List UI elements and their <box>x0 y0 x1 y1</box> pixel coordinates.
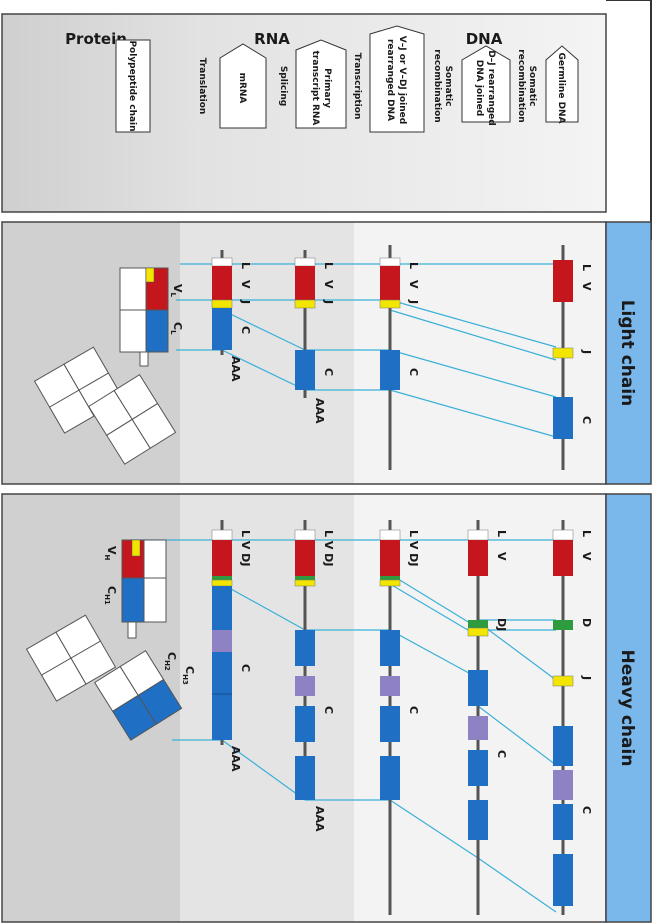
box-polypeptide <box>115 39 151 133</box>
svg-text:AAA: AAA <box>313 398 326 424</box>
svg-text:L: L <box>580 264 593 271</box>
svg-text:VL: VL <box>169 284 184 298</box>
heavy-panel-rna-bg <box>180 494 354 922</box>
light-panel-rna-bg <box>180 222 354 484</box>
svg-text:VH: VH <box>103 546 118 561</box>
arrow-transcription: Transcription <box>352 53 362 120</box>
light-rearranged-dna: L V J C <box>379 245 420 470</box>
label-dj-joined-2: DNA joined <box>474 60 484 116</box>
svg-text:V: V <box>580 552 593 561</box>
svg-text:CH1: CH1 <box>103 586 118 605</box>
arrow-somatic1-line1: Somatic <box>527 66 537 107</box>
arrow-translation: Translation <box>197 58 207 115</box>
heavy-connectors <box>130 539 557 913</box>
svg-text:V: V <box>495 552 508 561</box>
svg-text:L: L <box>322 262 335 269</box>
light-title: Light chain <box>617 300 637 407</box>
svg-text:V: V <box>407 280 420 289</box>
heavy-title-bar <box>605 493 652 923</box>
svg-text:AAA: AAA <box>229 356 242 382</box>
header-protein: Protein <box>65 30 127 48</box>
arrow-somatic2-line2: recombination <box>432 49 442 122</box>
light-germline-dna: L V J C <box>552 245 593 470</box>
label-primary-1: Primary <box>322 68 332 108</box>
svg-text:J: J <box>407 299 420 304</box>
svg-text:AAA: AAA <box>313 806 326 832</box>
label-vdj-joined-1: V–J or V–DJ joined <box>397 36 407 124</box>
svg-text:V: V <box>239 280 252 289</box>
svg-text:AAA: AAA <box>229 746 242 772</box>
light-mrna: L V J C AAA <box>211 250 252 382</box>
arrow-somatic1-line2: recombination <box>516 49 526 122</box>
label-germline-dna: Germline DNA <box>556 52 566 123</box>
arrow-splicing: Splicing <box>278 66 288 106</box>
svg-text:C: C <box>580 806 593 814</box>
box-primary-transcript <box>295 39 347 129</box>
svg-text:C: C <box>580 416 593 424</box>
heavy-vdj-dna: L V DJ C <box>379 520 420 915</box>
label-primary-2: transcript RNA <box>310 51 320 126</box>
svg-text:CH2: CH2 <box>163 652 178 671</box>
light-connectors <box>176 263 557 438</box>
svg-text:V: V <box>322 280 335 289</box>
svg-text:J: J <box>322 299 335 304</box>
svg-text:L V DJ: L V DJ <box>407 530 420 566</box>
box-dj-joined <box>461 45 511 123</box>
svg-text:CL: CL <box>169 322 184 335</box>
label-vdj-joined-2: rearranged DNA <box>385 39 395 121</box>
light-title-bar <box>605 221 652 485</box>
svg-text:C: C <box>239 664 252 672</box>
heavy-mrna: L V DJ C AAA <box>211 520 252 772</box>
svg-text:J: J <box>239 299 252 304</box>
svg-text:C: C <box>407 706 420 714</box>
light-primary-transcript: L V J C AAA <box>294 250 335 424</box>
svg-text:C: C <box>495 750 508 758</box>
label-dj-joined-1: D–J rearranged <box>486 50 496 125</box>
svg-text:L: L <box>495 530 508 537</box>
svg-text:D: D <box>580 618 593 627</box>
heavy-primary-transcript: L V DJ C AAA <box>294 520 335 832</box>
svg-text:L V DJ: L V DJ <box>239 530 252 566</box>
heavy-dj-dna: L V DJ C <box>467 520 508 915</box>
svg-text:C: C <box>322 368 335 376</box>
svg-text:C: C <box>407 368 420 376</box>
svg-text:L: L <box>239 262 252 269</box>
box-vdj-joined <box>369 25 425 133</box>
light-protein: VL CL <box>33 267 184 465</box>
svg-text:L V DJ: L V DJ <box>322 530 335 566</box>
box-mrna <box>219 43 267 129</box>
svg-text:CH3: CH3 <box>181 666 196 685</box>
svg-text:J: J <box>580 675 593 680</box>
svg-text:C: C <box>322 706 335 714</box>
heavy-germline-dna: L V D J C <box>552 520 593 915</box>
svg-text:L: L <box>580 530 593 537</box>
box-germline-dna <box>545 45 579 123</box>
svg-text:DJ: DJ <box>495 618 508 631</box>
label-polypeptide: Polypeptide chain <box>127 40 137 131</box>
label-mrna: mRNA <box>237 73 247 104</box>
svg-text:L: L <box>407 262 420 269</box>
header-rna: RNA <box>254 30 290 48</box>
heavy-title: Heavy chain <box>617 650 637 767</box>
heavy-protein: VH CH1 CH2 CH3 <box>25 539 196 741</box>
svg-text:J: J <box>580 349 593 354</box>
header-dna: DNA <box>466 30 503 48</box>
arrow-somatic2-line1: Somatic <box>443 66 453 107</box>
svg-text:V: V <box>580 282 593 291</box>
svg-text:C: C <box>239 326 252 334</box>
